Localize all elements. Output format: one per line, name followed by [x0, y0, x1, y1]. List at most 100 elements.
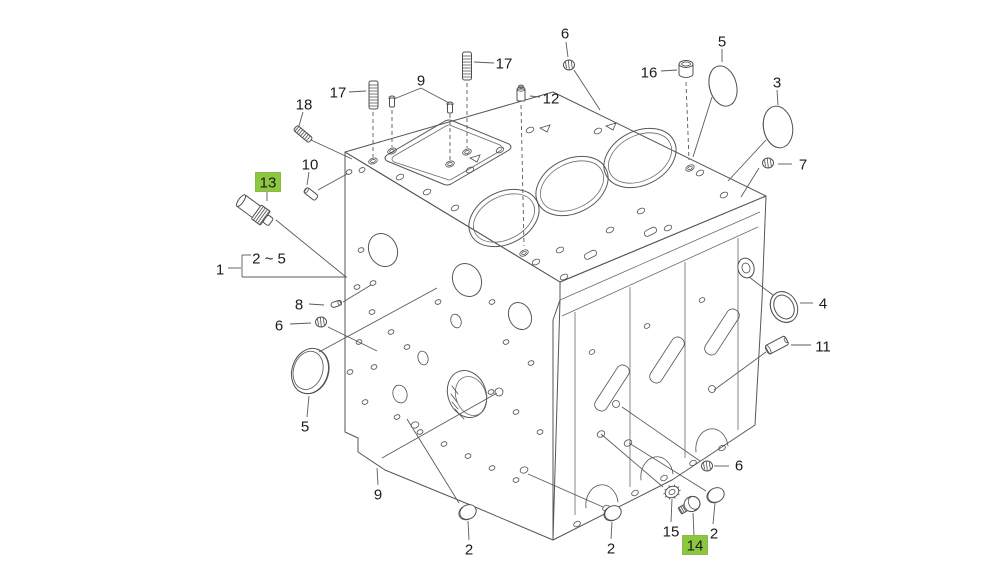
callout-label-17[interactable]: 17	[496, 56, 513, 73]
leader-line	[393, 87, 422, 100]
callout-label-3[interactable]: 3	[773, 75, 781, 92]
deck-slab-edge	[559, 211, 761, 317]
callout-16-7: 16	[641, 65, 690, 161]
sensor-plug-icon	[235, 194, 274, 226]
leader-line	[610, 521, 613, 540]
leader-line	[306, 171, 310, 186]
callout-15-20: 15	[600, 433, 680, 541]
leader-line	[740, 167, 760, 198]
dowel-pin-icon	[516, 84, 526, 102]
leader-line	[376, 467, 379, 486]
bearing-arch	[695, 428, 729, 453]
leader-line	[342, 284, 372, 303]
taper-plug-icon	[762, 157, 774, 169]
callout-label-9[interactable]: 9	[417, 73, 425, 90]
callout-label-6[interactable]: 6	[561, 26, 569, 43]
leader-line	[275, 219, 347, 278]
callout-17-0: 17	[330, 85, 374, 157]
leader-line	[600, 433, 664, 488]
alignment-guide-line	[520, 104, 525, 247]
taper-plug-icon	[315, 316, 327, 328]
leader-line	[298, 111, 304, 127]
callout-7-11: 7	[740, 157, 807, 198]
leader-line	[289, 322, 312, 325]
bearing-link	[649, 336, 685, 384]
highlight-box-13[interactable]	[255, 172, 281, 192]
callout-label-8[interactable]: 8	[295, 297, 303, 314]
callout-2-18: 2	[406, 418, 473, 559]
callout-label-2[interactable]: 2	[465, 542, 473, 559]
callout-label-9[interactable]: 9	[374, 487, 382, 504]
callout-label-12[interactable]: 12	[543, 91, 560, 108]
callout-2-22: 2	[628, 442, 718, 543]
cup-plug-icon	[703, 484, 728, 507]
straight-pin-icon	[303, 187, 319, 201]
leader-line	[473, 61, 495, 64]
leader-line	[660, 69, 678, 72]
callout-label-14[interactable]: 14	[687, 538, 704, 555]
deck-threaded-hole-16	[684, 163, 696, 173]
callout-label-1[interactable]: 1	[216, 262, 224, 279]
leader-line	[776, 89, 779, 106]
set-screw-icon	[293, 125, 313, 143]
crankcase-face	[552, 195, 767, 541]
leader-line	[327, 326, 378, 352]
callout-label-5[interactable]: 5	[718, 34, 726, 51]
callout-18-3: 18	[296, 97, 353, 160]
leader-line	[573, 69, 601, 111]
callout-13-5: 13	[255, 172, 347, 278]
drain-plug-bolt-icon	[677, 495, 701, 515]
front-face-holes	[345, 169, 544, 483]
callout-label-7[interactable]: 7	[799, 157, 807, 174]
leader-line	[670, 498, 673, 523]
callout-11-13: 11	[713, 339, 831, 391]
bearing-link	[704, 308, 740, 356]
callout-label-15[interactable]: 15	[663, 524, 680, 541]
front-face	[344, 151, 561, 541]
dowel-pin-icon	[446, 101, 454, 114]
cylinder-bores	[468, 127, 677, 248]
callout-8-14: 8	[295, 284, 372, 314]
camshaft-bore	[446, 370, 488, 420]
callout-label-6[interactable]: 6	[735, 458, 743, 475]
cap-disc-icon	[708, 65, 738, 107]
callout-label-4[interactable]: 4	[819, 296, 827, 313]
leader-line	[692, 96, 713, 158]
callout-12-10: 12	[520, 91, 560, 247]
leader-line	[317, 173, 348, 191]
callout-9-1: 9	[391, 73, 451, 160]
callout-label-16[interactable]: 16	[641, 65, 658, 82]
callout-label-5[interactable]: 5	[301, 419, 309, 436]
leader-line	[406, 418, 460, 504]
callout-label-11[interactable]: 11	[815, 339, 831, 356]
callout-label-6[interactable]: 6	[275, 318, 283, 335]
deck-holes	[358, 122, 729, 281]
callout-label-2[interactable]: 2	[607, 541, 615, 558]
bearing-link	[594, 364, 630, 412]
callout-label-13[interactable]: 13	[260, 175, 277, 192]
dowel-pin-icon	[388, 95, 396, 108]
callout-17-2: 17	[466, 56, 513, 148]
callout-label-17[interactable]: 17	[330, 85, 347, 102]
callout-label-10[interactable]: 10	[302, 157, 319, 174]
assembly-bracket: 12 ~ 5	[216, 251, 347, 279]
leader-line	[748, 276, 774, 296]
cup-plug-icon	[455, 501, 480, 524]
cap-disc-icon	[762, 105, 794, 149]
callout-14-21: 14	[682, 512, 708, 555]
cup-plug-icon	[678, 60, 694, 78]
callout-2-19: 2	[527, 473, 615, 558]
callout-label-18[interactable]: 18	[296, 97, 313, 114]
lock-washer-icon	[663, 484, 681, 500]
stud-icon	[462, 51, 472, 81]
part-glyphs	[235, 51, 799, 525]
bushing-pin-icon	[764, 335, 789, 355]
stud-icon	[368, 80, 379, 110]
highlight-box-14[interactable]	[682, 535, 708, 555]
bearing-arch	[585, 484, 619, 509]
seal-ring-icon	[769, 291, 799, 323]
leader-line	[467, 520, 470, 541]
callout-label-2[interactable]: 2	[710, 526, 718, 543]
callout-6-23: 6	[621, 406, 743, 475]
